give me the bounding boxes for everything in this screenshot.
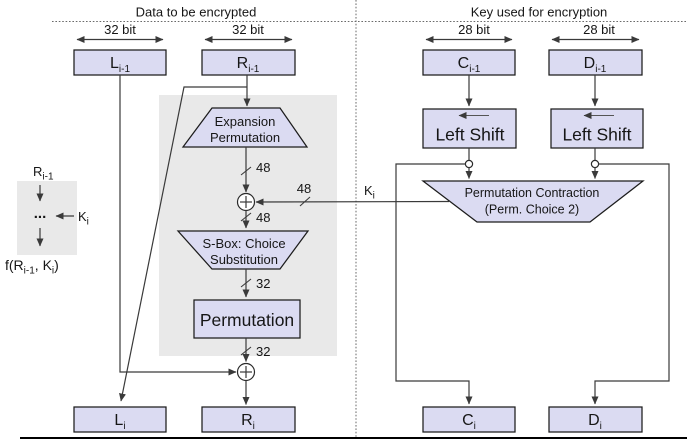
subkey-to-xor-wire [255, 198, 450, 206]
d-next-register [548, 406, 643, 433]
c-next-sub: i [474, 421, 476, 432]
bus-tick-32-sbox [240, 278, 252, 288]
l-next-register [73, 406, 167, 433]
expansion-permutation-block [181, 107, 309, 148]
l-prev-name: L [110, 55, 119, 72]
legend-dots: ... [34, 205, 47, 222]
pc2-line1: Permutation Contraction [465, 186, 600, 200]
legend-output-sub1: i-1 [24, 266, 36, 277]
legend-input-sub: i-1 [42, 172, 54, 183]
permutation-out-width: 32 [256, 344, 270, 359]
legend-key-label: Ki [78, 209, 89, 228]
r-prev-label: Ri-1 [237, 55, 260, 75]
subkey-width: 48 [297, 181, 311, 196]
c-prev-label: Ci-1 [458, 55, 481, 75]
branch-node-c [464, 159, 474, 169]
l-prev-to-xor-wire [119, 75, 237, 376]
r-next-sub: i [253, 421, 255, 432]
sbox-line1: S-Box: Choice [202, 236, 285, 251]
legend-output-label: f(Ri-1, Ki) [5, 257, 59, 277]
d-prev-name: D [584, 55, 596, 72]
legend-output-p2: , K [35, 257, 53, 273]
sbox-out-width: 32 [256, 276, 270, 291]
r-prev-name: R [237, 55, 249, 72]
bus-tick-48-xor-out [240, 212, 252, 222]
r-prev-register [201, 49, 296, 76]
c-prev-name: C [458, 55, 470, 72]
l-prev-label: Li-1 [110, 55, 130, 75]
c-width-label: 28 bit [458, 22, 490, 37]
subkey-sub: i [373, 191, 375, 202]
d-prev-label: Di-1 [584, 55, 607, 75]
d-width-label: 28 bit [583, 22, 615, 37]
legend-key-name: K [78, 209, 87, 224]
legend-input-label: Ri-1 [33, 164, 54, 183]
l-next-name: L [114, 412, 123, 429]
c-prev-register [422, 49, 516, 76]
legend-output-p1: f(R [5, 257, 24, 273]
xor-feistel-node [236, 362, 256, 382]
l-next-label: Li [114, 412, 125, 432]
l-width-label: 32 bit [104, 22, 136, 37]
data-section-header: Data to be encrypted [136, 5, 257, 20]
r-width-label: 32 bit [232, 22, 264, 37]
bus-tick-48-subkey [299, 196, 311, 207]
permutation-contraction-block [421, 180, 645, 223]
d-prev-sub: i-1 [595, 64, 607, 75]
expansion-line2: Permutation [210, 130, 280, 145]
r-prev-to-l-next-wire [119, 86, 247, 402]
legend-input-name: R [33, 164, 42, 179]
left-shift-d-label: Left Shift [562, 125, 631, 145]
permutation-block [193, 299, 301, 339]
d-next-sub: i [600, 421, 602, 432]
c-feedback-loop-wire [395, 163, 473, 405]
l-prev-register [73, 49, 167, 76]
branch-node-d [590, 159, 600, 169]
r-next-label: Ri [241, 412, 255, 432]
legend-output-p3: ) [54, 257, 59, 273]
subkey-name: K [364, 183, 373, 198]
pc2-line2: (Perm. Choice 2) [485, 203, 579, 217]
d-next-label: Di [588, 412, 602, 432]
r-next-register [201, 406, 296, 433]
c-next-name: C [462, 412, 474, 429]
bottom-edge-bar [20, 437, 687, 439]
c-prev-sub: i-1 [469, 64, 481, 75]
l-next-sub: i [123, 421, 125, 432]
l-prev-sub: i-1 [119, 64, 131, 75]
r-prev-sub: i-1 [248, 64, 260, 75]
c-next-label: Ci [462, 412, 476, 432]
subkey-label: Ki [364, 183, 375, 202]
d-prev-register [548, 49, 643, 76]
bus-tick-32-perm [240, 346, 252, 356]
d-next-name: D [588, 412, 600, 429]
legend-key-sub: i [87, 217, 89, 228]
c-next-register [422, 406, 516, 433]
d-feedback-loop-wire [591, 163, 670, 405]
sbox-line2: Substitution [210, 252, 278, 267]
legend-panel [17, 181, 77, 255]
xor-key-node [236, 192, 256, 212]
bus-tick-48-expansion [240, 166, 252, 176]
xor-out-width: 48 [256, 210, 270, 225]
permutation-label: Permutation [200, 310, 294, 330]
left-shift-c-label: Left Shift [435, 125, 504, 145]
r-next-name: R [241, 412, 253, 429]
expansion-line1: Expansion [215, 114, 276, 129]
expansion-out-width: 48 [256, 160, 270, 175]
key-section-header: Key used for encryption [471, 5, 608, 20]
legend-output-sub2: i [52, 266, 54, 277]
sbox-block [176, 230, 310, 270]
